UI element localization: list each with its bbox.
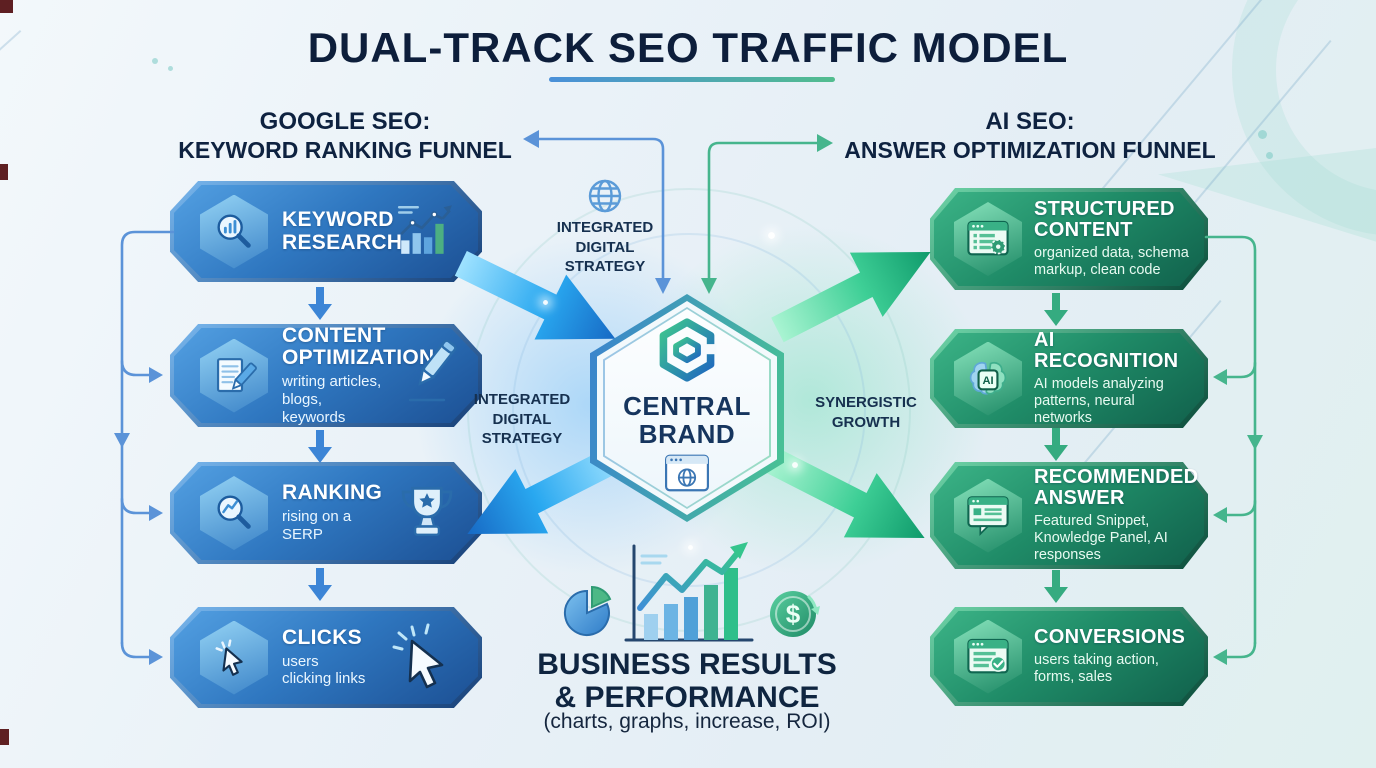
cursor-large-icon (386, 621, 458, 694)
step-recommended-answer: RECOMMENDED ANSWER Featured Snippet, Kno… (930, 462, 1208, 569)
integrated-strategy-label-left: INTEGRATED DIGITAL STRATEGY (473, 391, 571, 447)
sparkle (688, 545, 693, 550)
dot-decoration (168, 66, 173, 71)
edge-artifact (0, 0, 13, 13)
dot-decoration (152, 58, 158, 64)
google-seo-heading: GOOGLE SEO: KEYWORD RANKING FUNNEL (155, 107, 535, 164)
step-title: KEYWORD RESEARCH (282, 207, 403, 254)
results-title: BUSINESS RESULTS & PERFORMANCE (487, 648, 887, 714)
ai-seo-heading-line1: AI SEO: (985, 108, 1075, 135)
step-keyword-research: KEYWORD RESEARCH (170, 181, 482, 282)
browser-globe-icon (663, 453, 711, 498)
down-arrow (307, 430, 333, 464)
step-clicks: CLICKS users clicking links (170, 607, 482, 708)
step-title: CLICKS (282, 625, 362, 649)
step-content-optimization: CONTENT OPTIMIZATION writing articles, b… (170, 324, 482, 427)
results-title-line2: & PERFORMANCE (554, 681, 820, 714)
right-feedback-connector (1204, 235, 1263, 665)
step-ai-recognition: AI AI RECOGNITION AI models analyzing pa… (930, 329, 1208, 428)
down-arrow (307, 287, 333, 321)
magnifier-bars-icon (200, 194, 268, 269)
ai-brain-chip-icon: AI (954, 341, 1022, 416)
bar-chart-trend-icon (392, 199, 458, 264)
central-brand-title: CENTRAL BRAND (623, 390, 751, 449)
step-subtitle: AI models analyzing patterns, neural net… (1034, 375, 1164, 427)
step-conversions: CONVERSIONS users taking action, forms, … (930, 607, 1208, 706)
step-ranking: RANKING rising on a SERP (170, 462, 482, 564)
page-title: DUAL-TRACK SEO TRAFFIC MODEL (307, 24, 1069, 71)
svg-text:$: $ (786, 599, 801, 629)
integrated-strategy-label-top: INTEGRATED DIGITAL STRATEGY (556, 219, 654, 275)
left-feedback-connector (114, 230, 175, 665)
dot-decoration (1258, 130, 1267, 139)
magnifier-trend-icon (200, 476, 268, 550)
browser-check-icon (954, 619, 1022, 694)
step-title: RANKING (282, 481, 383, 505)
step-subtitle: Featured Snippet, Knowledge Panel, AI re… (1034, 512, 1168, 564)
sparkle (768, 232, 775, 239)
svg-text:AI: AI (982, 375, 993, 387)
down-arrow (307, 568, 333, 602)
sparkle (792, 462, 798, 468)
globe-icon (585, 176, 625, 221)
step-subtitle: writing articles, blogs, keywords (282, 373, 382, 426)
sparkle (543, 300, 548, 305)
title-underline (549, 77, 835, 82)
top-connectors (523, 130, 833, 294)
pie-chart-icon (563, 583, 619, 644)
step-title: CONVERSIONS (1034, 626, 1186, 649)
pencil-icon (400, 339, 458, 411)
document-pencil-icon (200, 338, 268, 413)
step-title: STRUCTURED CONTENT (1034, 197, 1175, 242)
step-subtitle: users clicking links (282, 652, 366, 688)
trophy-icon (396, 480, 458, 547)
step-structured-content: STRUCTURED CONTENT organized data, schem… (930, 188, 1208, 290)
browser-speech-icon (954, 478, 1022, 553)
edge-artifact (0, 729, 9, 745)
step-title: AI RECOGNITION (1034, 328, 1179, 373)
results-title-line1: BUSINESS RESULTS (537, 648, 837, 681)
synergistic-growth-label: SYNERGISTIC GROWTH (815, 394, 917, 431)
step-title: CONTENT OPTIMIZATION (282, 323, 435, 370)
edge-artifact (0, 164, 8, 180)
hexagon-brand-logo (657, 318, 717, 387)
step-title: RECOMMENDED ANSWER (1034, 465, 1199, 510)
down-arrow (1043, 293, 1069, 327)
google-seo-heading-line1: GOOGLE SEO: (259, 108, 431, 135)
results-subtitle: (charts, graphs, increase, ROI) (543, 710, 831, 733)
browser-gear-icon (954, 202, 1022, 276)
down-arrow (1043, 428, 1069, 462)
step-subtitle: users taking action, forms, sales (1034, 651, 1159, 685)
google-seo-heading-line2: KEYWORD RANKING FUNNEL (178, 137, 512, 164)
step-subtitle: rising on a SERP (282, 508, 352, 543)
ai-seo-heading: AI SEO: ANSWER OPTIMIZATION FUNNEL (840, 107, 1220, 164)
dot-decoration (1266, 152, 1273, 159)
step-subtitle: organized data, schema markup, clean cod… (1034, 244, 1189, 279)
down-arrow (1043, 570, 1069, 604)
cursor-click-icon (200, 620, 268, 695)
dollar-coin-icon: $ (765, 585, 821, 646)
growth-bar-chart-icon (620, 540, 760, 655)
ai-seo-heading-line2: ANSWER OPTIMIZATION FUNNEL (844, 137, 1216, 164)
